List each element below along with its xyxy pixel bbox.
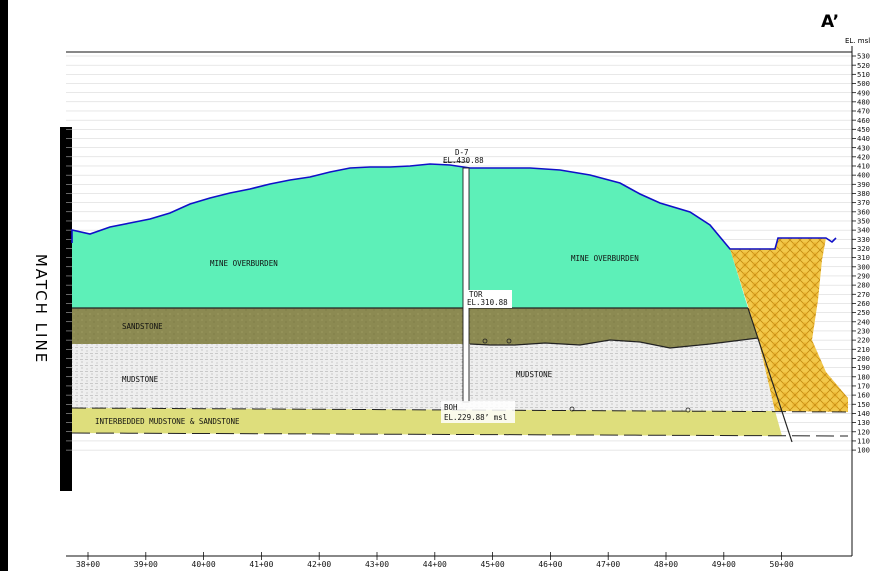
elevation-tick-label: 110 — [857, 437, 870, 446]
boh-elevation: EL.229.88’ msl — [444, 413, 507, 422]
match-line-bar — [60, 127, 72, 491]
boring-d7-casing — [462, 167, 470, 403]
interbedded-layer — [72, 408, 782, 436]
tor-label: TOR — [469, 290, 483, 299]
elevation-tick-label: 370 — [857, 198, 870, 207]
elevation-tick-label: 180 — [857, 372, 870, 381]
elevation-tick-label: 170 — [857, 382, 870, 391]
elevation-tick-label: 460 — [857, 116, 870, 125]
mudstone-right-label: MUDSTONE — [516, 370, 553, 379]
elevation-ticks: 5305205105004904804704604504404304204104… — [852, 52, 870, 455]
elevation-tick-label: 360 — [857, 207, 870, 216]
elevation-tick-label: 210 — [857, 345, 870, 354]
elevation-tick-label: 100 — [857, 446, 870, 455]
elevation-tick-label: 290 — [857, 272, 870, 281]
tor-elevation: EL.310.88 — [467, 298, 508, 307]
elevation-tick-label: 120 — [857, 427, 870, 436]
station-tick-label: 42+00 — [307, 560, 331, 569]
elevation-tick-label: 130 — [857, 418, 870, 427]
elevation-tick-label: 190 — [857, 363, 870, 372]
elevation-tick-label: 410 — [857, 162, 870, 171]
station-tick-label: 50+00 — [770, 560, 794, 569]
station-tick-label: 48+00 — [654, 560, 678, 569]
mudstone-layer — [72, 338, 775, 411]
station-tick-label: 45+00 — [481, 560, 505, 569]
elevation-tick-label: 470 — [857, 107, 870, 116]
elevation-tick-label: 500 — [857, 79, 870, 88]
elevation-tick-label: 270 — [857, 290, 870, 299]
station-tick-label: 49+00 — [712, 560, 736, 569]
elevation-tick-label: 520 — [857, 61, 870, 70]
pit-wall-line — [747, 307, 793, 443]
section-label: A’ — [821, 12, 839, 32]
station-tick-label: 47+00 — [596, 560, 620, 569]
overburden-right-label: MINE OVERBURDEN — [571, 254, 639, 263]
elevation-tick-label: 260 — [857, 299, 870, 308]
tor-label-box — [466, 290, 512, 308]
elevation-tick-label: 480 — [857, 97, 870, 106]
elevation-tick-label: 220 — [857, 336, 870, 345]
elevation-unit-label: EL. msl — [845, 37, 870, 45]
elevation-tick-label: 200 — [857, 354, 870, 363]
sandstone-mudstone-contact — [469, 337, 759, 349]
mudstone-left-label: MUDSTONE — [122, 375, 159, 384]
boh-label-box — [441, 401, 515, 423]
elevation-tick-label: 160 — [857, 391, 870, 400]
elevation-tick-label: 510 — [857, 70, 870, 79]
boring-d7-top-elev: EL.430.88 — [443, 156, 484, 165]
elevation-tick-label: 150 — [857, 400, 870, 409]
station-tick-label: 44+00 — [423, 560, 447, 569]
elevation-tick-label: 250 — [857, 308, 870, 317]
elevation-tick-label: 280 — [857, 281, 870, 290]
water-level-markers — [482, 338, 691, 413]
interbedded-label: INTERBEDDED MUDSTONE & SANDSTONE — [95, 417, 240, 426]
station-tick-label: 43+00 — [365, 560, 389, 569]
ground-surface-line — [71, 163, 837, 250]
station-tick-label: 40+00 — [192, 560, 216, 569]
boh-label: BOH — [444, 403, 458, 412]
station-tick-label: 41+00 — [249, 560, 273, 569]
elevation-tick-label: 450 — [857, 125, 870, 134]
elevation-tick-label: 140 — [857, 409, 870, 418]
station-tick-label: 39+00 — [134, 560, 158, 569]
elevation-tick-label: 340 — [857, 226, 870, 235]
elevation-tick-label: 230 — [857, 327, 870, 336]
elevation-tick-label: 240 — [857, 317, 870, 326]
elevation-tick-label: 330 — [857, 235, 870, 244]
sandstone-layer — [72, 308, 758, 348]
sandstone-label: SANDSTONE — [122, 322, 163, 331]
elevation-tick-label: 300 — [857, 262, 870, 271]
station-tick-label: 38+00 — [76, 560, 100, 569]
elevation-tick-label: 440 — [857, 134, 870, 143]
elevation-tick-label: 390 — [857, 180, 870, 189]
elevation-tick-label: 430 — [857, 143, 870, 152]
interbedded-base-line — [71, 432, 849, 437]
mine-overburden-layer — [72, 164, 748, 308]
elevation-tick-label: 320 — [857, 244, 870, 253]
station-ticks: 38+00 39+00 40+00 41+00 42+00 43+00 44+00 45+00… — [76, 552, 794, 569]
fill-hatch-zone — [730, 238, 848, 412]
boring-d7-name: D-7 — [455, 148, 469, 157]
elevation-tick-label: 420 — [857, 152, 870, 161]
station-tick-label: 46+00 — [538, 560, 562, 569]
elevation-tick-label: 350 — [857, 217, 870, 226]
elevation-tick-label: 310 — [857, 253, 870, 262]
elevation-tick-label: 380 — [857, 189, 870, 198]
overburden-left-label: MINE OVERBURDEN — [210, 259, 278, 268]
elevation-tick-label: 400 — [857, 171, 870, 180]
elevation-tick-label: 490 — [857, 88, 870, 97]
elevation-tick-label: 530 — [857, 52, 870, 61]
match-line-label: MATCH LINE — [32, 254, 50, 364]
